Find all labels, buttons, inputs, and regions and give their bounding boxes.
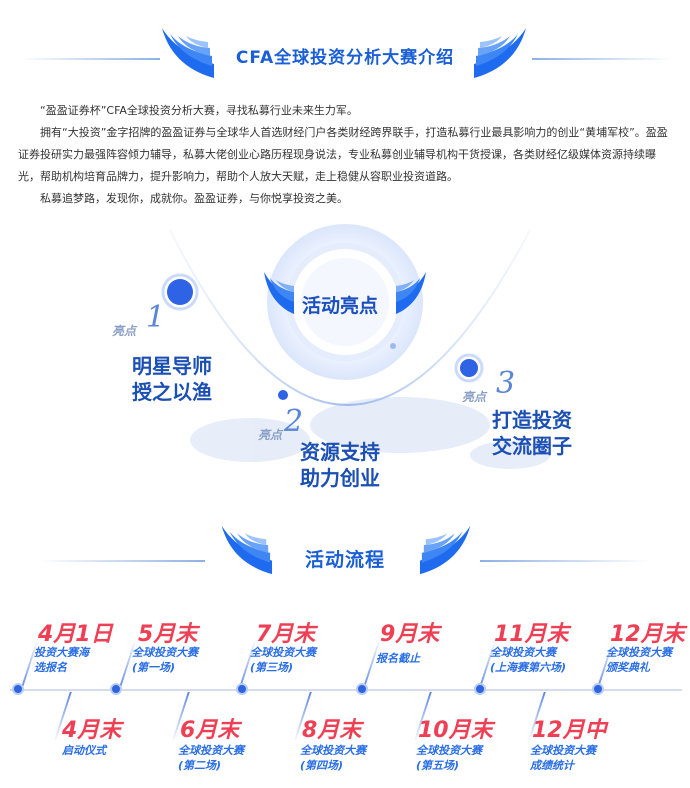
timeline-desc: (上海赛第六场) <box>490 661 567 674</box>
timeline-date: 12月末 <box>610 622 685 647</box>
timeline-desc: 颁奖典礼 <box>606 661 650 674</box>
wing-right-icon <box>419 525 471 575</box>
timeline-date: 4月末 <box>62 718 122 743</box>
timeline-desc: 全球投资大赛 <box>132 646 198 659</box>
wing-left-icon <box>162 28 214 78</box>
timeline-dot <box>356 683 368 695</box>
timeline-desc: (第五场) <box>416 759 460 772</box>
timeline-date: 6月末 <box>180 718 240 743</box>
timeline-desc: 全球投资大赛 <box>300 744 366 757</box>
timeline-desc: 全球投资大赛 <box>250 646 316 659</box>
intro-section-title: CFA全球投资分析大赛介绍 <box>235 48 455 68</box>
intro-paragraph-3: 私募追梦路，发现你，成就你。盈盈证券，与你悦享投资之美。 <box>40 192 348 205</box>
timeline-dot <box>110 683 122 695</box>
timeline-date: 12月中 <box>532 718 607 743</box>
highlights-graphic <box>161 224 550 469</box>
timeline-desc: 全球投资大赛 <box>178 744 244 757</box>
timeline-desc: 全球投资大赛 <box>530 744 596 757</box>
timeline-desc: 全球投资大赛 <box>490 646 556 659</box>
timeline-dot <box>474 683 486 695</box>
timeline-desc: (第一场) <box>132 661 176 674</box>
highlight-3-line2: 交流圈子 <box>492 434 572 458</box>
header-line-left <box>40 560 205 562</box>
timeline-dot <box>12 683 24 695</box>
timeline-date: 11月末 <box>494 622 569 647</box>
timeline-desc: (第三场) <box>250 661 294 674</box>
intro-text: “盈盈证券杯”CFA全球投资分析大赛，寻找私募行业未来生力军。 拥有“大投资”金… <box>18 100 674 210</box>
intro-paragraph-1: “盈盈证券杯”CFA全球投资分析大赛，寻找私募行业未来生力军。 <box>40 104 358 117</box>
timeline-date: 4月1日 <box>38 622 113 647</box>
highlight-1-line1: 明星导师 <box>132 354 212 378</box>
timeline-desc: 全球投资大赛 <box>606 646 672 659</box>
timeline-date: 9月末 <box>380 622 440 647</box>
timeline-desc: 全球投资大赛 <box>416 744 482 757</box>
timeline-desc: 成绩统计 <box>530 759 574 772</box>
timeline-desc: (第四场) <box>300 759 344 772</box>
header-line-left <box>20 58 160 60</box>
timeline-desc: 启动仪式 <box>62 744 106 757</box>
timeline-date: 10月末 <box>418 718 493 743</box>
wing-left-icon <box>221 525 273 575</box>
header-line-right <box>480 560 650 562</box>
highlight-1-num: 1 <box>146 300 166 335</box>
intro-paragraph-2: 拥有“大投资”金字招牌的盈盈证券与全球华人首选财经门户各类财经跨界联手，打造私募… <box>18 126 668 183</box>
highlight-3-line1: 打造投资 <box>492 408 572 432</box>
process-section-header: 活动流程 <box>0 525 690 580</box>
timeline-dot <box>592 683 604 695</box>
highlight-2-line1: 资源支持 <box>300 440 380 464</box>
timeline-date: 8月末 <box>302 718 362 743</box>
timeline-desc: 报名截止 <box>376 652 420 665</box>
highlight-2-num: 2 <box>284 404 304 439</box>
highlight-1-tag: 亮点 <box>112 324 137 338</box>
timeline-axis <box>10 689 682 691</box>
highlight-2-tag: 亮点 <box>258 428 283 442</box>
highlight-3-tag: 亮点 <box>462 390 487 404</box>
timeline-desc: (第二场) <box>178 759 222 772</box>
timeline-date: 7月末 <box>256 622 316 647</box>
header-line-right <box>532 58 672 60</box>
timeline-desc: 选报名 <box>34 661 67 674</box>
highlight-2-line2: 助力创业 <box>300 466 380 490</box>
highlights-center-title: 活动亮点 <box>302 295 379 317</box>
world-map-icon <box>190 397 550 469</box>
process-section-title: 活动流程 <box>304 549 385 571</box>
timeline-dot <box>236 683 248 695</box>
highlight-3-num: 3 <box>496 366 516 401</box>
timeline-date: 5月末 <box>138 622 198 647</box>
highlight-1-line2: 授之以渔 <box>132 380 212 404</box>
timeline-desc: 投资大赛海 <box>34 646 89 659</box>
wing-right-icon <box>474 28 526 78</box>
intro-section-header: CFA全球投资分析大赛介绍 <box>0 28 690 78</box>
